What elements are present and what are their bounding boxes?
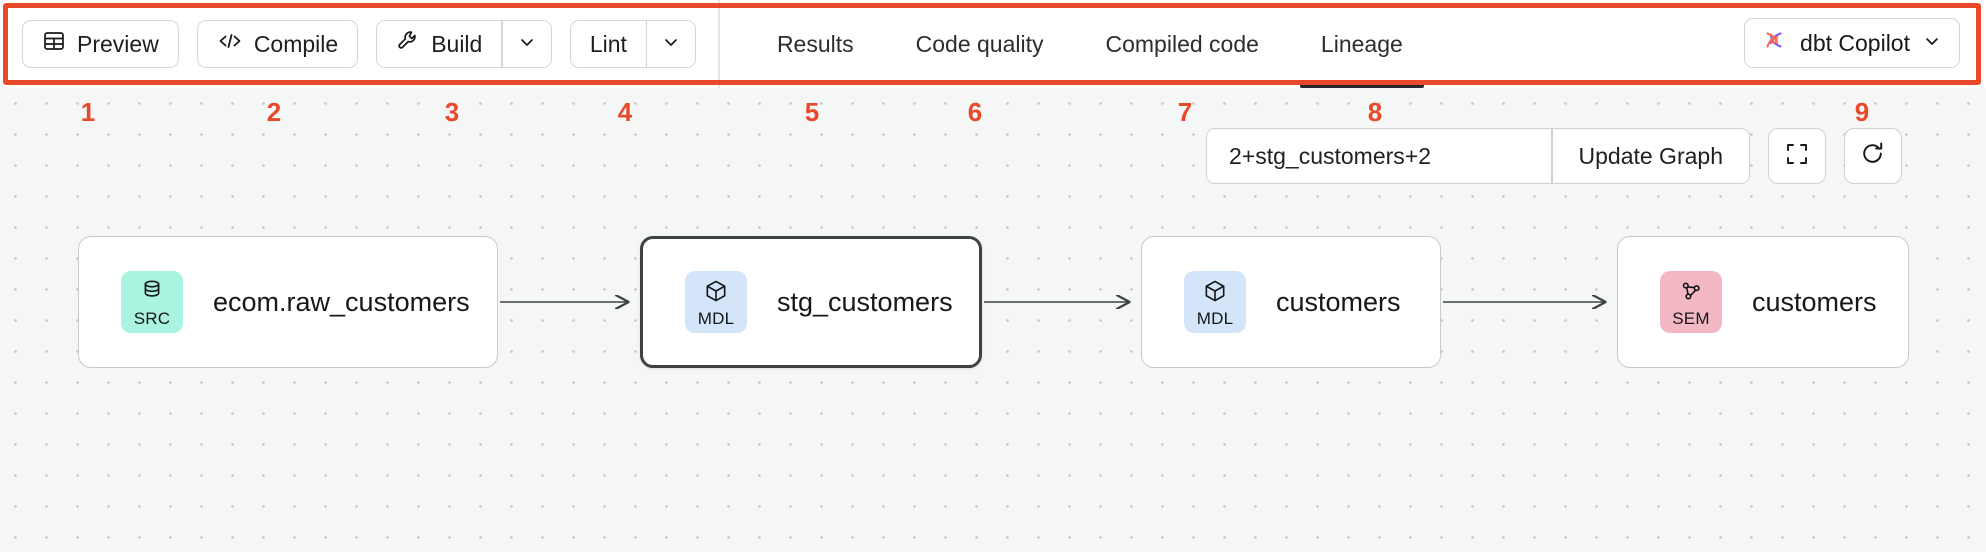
build-button-group[interactable]: Build (376, 20, 552, 68)
toolbar-region: Preview Compile (0, 0, 1986, 88)
tab-code-quality[interactable]: Code quality (885, 0, 1075, 88)
annotation-number-4: 4 (617, 97, 633, 127)
lineage-canvas[interactable]: Update Graph (0, 88, 1986, 552)
node-title-ecom-raw-customers: ecom.raw_customers (213, 286, 470, 317)
toolbar-separator (718, 0, 720, 88)
wrench-icon (396, 29, 420, 59)
chevron-down-icon (661, 32, 681, 57)
build-dropdown-button[interactable] (503, 21, 551, 67)
selector-divider (1551, 129, 1553, 183)
annotation-number-2: 2 (266, 97, 282, 127)
build-button[interactable]: Build (377, 21, 501, 67)
annotation-number-6: 6 (967, 97, 983, 127)
lint-button[interactable]: Lint (571, 21, 646, 67)
tab-lineage[interactable]: Lineage (1290, 0, 1434, 88)
code-brackets-icon (217, 29, 243, 59)
cube-icon (703, 278, 729, 309)
database-icon (139, 278, 165, 309)
tab-bar: Results Code quality Compiled code Linea… (746, 0, 1434, 88)
node-title-stg-customers: stg_customers (777, 286, 953, 317)
lint-button-group[interactable]: Lint (569, 20, 697, 68)
dbt-copilot-button[interactable]: dbt Copilot (1744, 18, 1960, 68)
semantic-graph-icon (1678, 278, 1704, 309)
node-selector-input[interactable] (1207, 129, 1551, 183)
dbt-copilot-label: dbt Copilot (1800, 29, 1910, 56)
toolbar: Preview Compile (0, 0, 1986, 88)
preview-button[interactable]: Preview (22, 20, 179, 68)
tab-code-quality-label: Code quality (915, 30, 1044, 57)
fullscreen-icon (1784, 141, 1810, 172)
annotation-number-9: 9 (1854, 97, 1870, 127)
cube-icon (1202, 278, 1228, 309)
annotation-number-1: 1 (80, 97, 96, 127)
tab-results-label: Results (776, 30, 854, 57)
node-badge-mdl-stg: MDL (685, 271, 747, 333)
node-selector-group: Update Graph (1206, 128, 1750, 184)
refresh-icon (1859, 140, 1886, 172)
node-badge-src-label: SRC (133, 308, 171, 328)
node-badge-mdl-customers: MDL (1184, 271, 1246, 333)
compile-button[interactable]: Compile (196, 20, 359, 68)
fullscreen-button[interactable] (1767, 128, 1826, 184)
node-badge-sem-label: SEM (1672, 308, 1710, 328)
annotation-number-8: 8 (1367, 97, 1383, 127)
update-graph-button[interactable]: Update Graph (1552, 129, 1749, 183)
node-ecom-raw-customers[interactable]: SRC ecom.raw_customers (78, 236, 498, 368)
node-mdl-customers[interactable]: MDL customers (1141, 236, 1441, 368)
annotation-number-7: 7 (1177, 97, 1193, 127)
chevron-down-icon (1922, 30, 1942, 57)
tab-lineage-label: Lineage (1320, 30, 1403, 57)
graph-controls: Update Graph (1206, 128, 1902, 184)
tab-results[interactable]: Results (746, 0, 885, 88)
dbt-copilot-icon (1760, 26, 1788, 60)
lint-divider (645, 21, 648, 67)
tab-compiled-code-label: Compiled code (1105, 30, 1259, 57)
node-stg-customers[interactable]: MDL stg_customers (640, 236, 982, 368)
node-title-sem-customers: customers (1752, 286, 1877, 317)
node-badge-mdl-stg-label: MDL (697, 308, 735, 328)
lint-dropdown-button[interactable] (647, 21, 695, 67)
table-icon (42, 29, 66, 59)
compile-label: Compile (253, 30, 339, 57)
build-label: Build (431, 30, 483, 57)
chevron-down-icon (517, 32, 537, 57)
tab-compiled-code[interactable]: Compiled code (1075, 0, 1290, 88)
node-title-mdl-customers: customers (1276, 286, 1401, 317)
node-badge-sem: SEM (1660, 271, 1722, 333)
build-divider (501, 21, 503, 67)
preview-label: Preview (77, 30, 159, 57)
annotation-number-3: 3 (444, 97, 460, 127)
node-badge-mdl-customers-label: MDL (1196, 308, 1234, 328)
node-sem-customers[interactable]: SEM customers (1617, 236, 1909, 368)
lint-label: Lint (589, 30, 627, 57)
refresh-button[interactable] (1843, 128, 1902, 184)
node-badge-src: SRC (121, 271, 183, 333)
annotation-number-5: 5 (804, 97, 820, 127)
